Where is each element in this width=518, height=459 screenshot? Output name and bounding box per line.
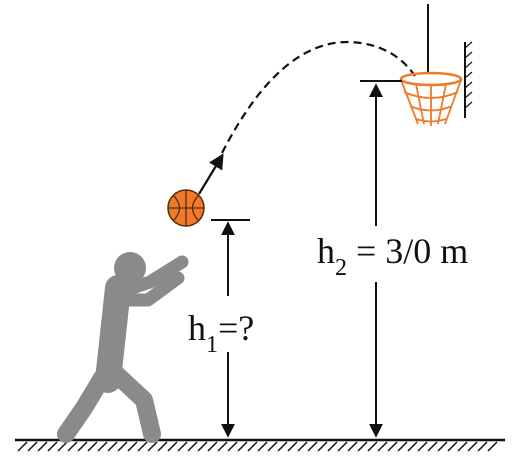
- h2-label-base: h: [317, 231, 335, 271]
- player-silhouette-icon: [57, 252, 189, 443]
- ground: [15, 438, 505, 452]
- h2-label-subscript: 2: [335, 255, 347, 281]
- h2-label-value: = 3/0 m: [347, 231, 469, 271]
- basketball-icon: [167, 189, 205, 227]
- h1-label-base: h: [188, 308, 206, 348]
- h1-label-subscript: 1: [206, 332, 218, 358]
- h1-label: h1=?: [188, 308, 255, 357]
- h2-label: h2 = 3/0 m: [317, 231, 469, 280]
- h1-label-value: =?: [218, 308, 255, 348]
- launch-velocity-arrow: [198, 153, 224, 195]
- trajectory-path: [221, 40, 416, 154]
- basketball-hoop-icon: [399, 4, 473, 126]
